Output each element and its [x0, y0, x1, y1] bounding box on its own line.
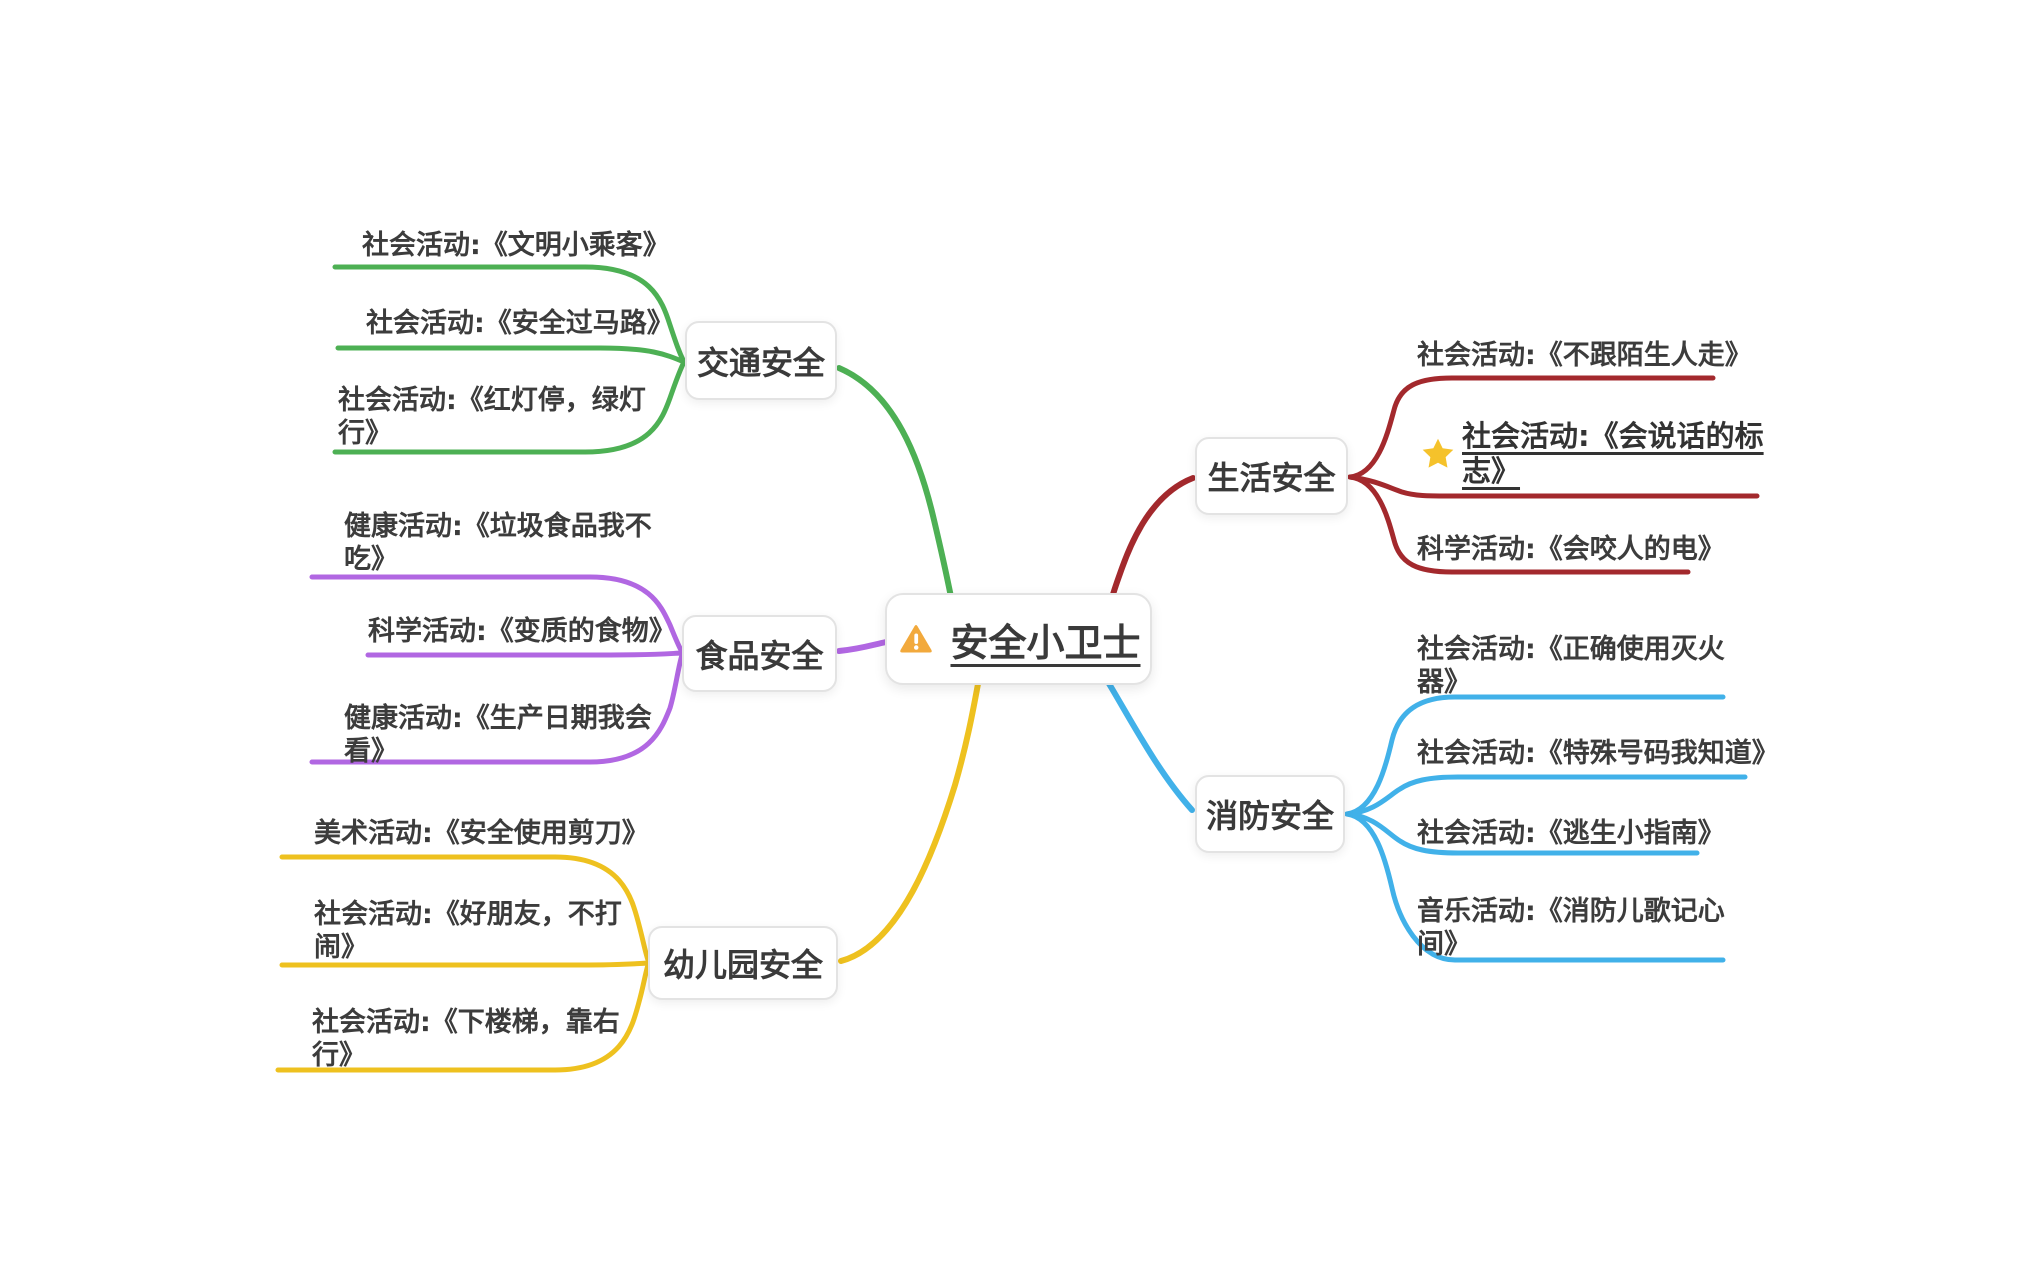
branch-node-traffic[interactable]: 交通安全 — [685, 321, 837, 400]
leaf-connector — [1344, 811, 1726, 963]
branch-node-fire[interactable]: 消防安全 — [1195, 775, 1345, 853]
leaf-item[interactable]: 社会活动:《文明小乘客》 — [362, 230, 670, 261]
leaf-item[interactable]: 社会活动:《特殊号码我知道》 — [1417, 738, 1779, 769]
leaf-item[interactable]: 社会活动:《安全过马路》 — [366, 308, 674, 339]
star-icon — [1420, 436, 1456, 472]
branch-connector — [836, 365, 954, 600]
leaf-connector — [1347, 474, 1760, 499]
leaf-connector — [332, 359, 687, 455]
leaf-item[interactable]: 美术活动:《安全使用剪刀》 — [314, 818, 649, 849]
branch-label: 消防安全 — [1205, 797, 1334, 835]
leaf-item[interactable]: 社会活动:《红灯停，绿灯行》 — [338, 385, 646, 449]
central-topic[interactable]: 安全小卫士 — [885, 593, 1152, 685]
leaf-item[interactable]: 科学活动:《变质的食物》 — [368, 616, 676, 647]
branch-node-kindergarten[interactable]: 幼儿园安全 — [648, 926, 838, 1000]
leaf-connector — [1344, 811, 1700, 856]
leaf-item[interactable]: 社会活动:《逃生小指南》 — [1417, 818, 1725, 849]
leaf-item[interactable]: 音乐活动:《消防儿歌记心间》 — [1417, 896, 1725, 960]
branch-node-food[interactable]: 食品安全 — [682, 615, 837, 692]
leaf-connector — [365, 650, 685, 658]
leaf-connector — [1347, 474, 1691, 575]
branch-connector — [1109, 475, 1196, 601]
leaf-connector — [309, 574, 685, 655]
leaf-connector — [309, 652, 685, 765]
leaf-connector — [1344, 774, 1748, 817]
leaf-connector — [332, 264, 687, 365]
branch-label: 食品安全 — [695, 636, 824, 675]
leaf-connector — [1344, 694, 1726, 817]
branch-connector — [836, 639, 889, 654]
leaf-item[interactable]: 健康活动:《生产日期我会看》 — [344, 703, 652, 767]
leaf-item[interactable]: 社会活动:《正确使用灭火器》 — [1417, 634, 1725, 698]
leaf-connector — [279, 960, 651, 968]
branch-label: 幼儿园安全 — [662, 946, 823, 984]
leaf-item[interactable]: 社会活动:《不跟陌生人走》 — [1417, 340, 1752, 371]
branch-connector — [838, 681, 981, 964]
branch-node-life[interactable]: 生活安全 — [1195, 437, 1348, 515]
branch-label: 交通安全 — [696, 343, 825, 382]
leaf-connector — [335, 345, 687, 365]
leaf-item[interactable]: 科学活动:《会咬人的电》 — [1417, 534, 1725, 565]
leaf-connector — [275, 962, 651, 1073]
central-topic-label: 安全小卫士 — [950, 620, 1141, 665]
leaf-item[interactable]: 健康活动:《垃圾食品我不吃》 — [344, 511, 652, 575]
leaf-connector — [1347, 375, 1716, 480]
leaf-item[interactable]: 社会活动:《下楼梯，靠右行》 — [312, 1007, 620, 1071]
branch-connector — [1105, 679, 1195, 813]
warning-triangle-icon — [896, 621, 936, 657]
branch-label: 生活安全 — [1207, 459, 1336, 497]
leaf-item-starred[interactable]: 社会活动:《会说话的标志》 — [1462, 419, 1764, 489]
leaf-item[interactable]: 社会活动:《好朋友，不打闹》 — [314, 899, 622, 963]
leaf-connector — [279, 854, 651, 963]
